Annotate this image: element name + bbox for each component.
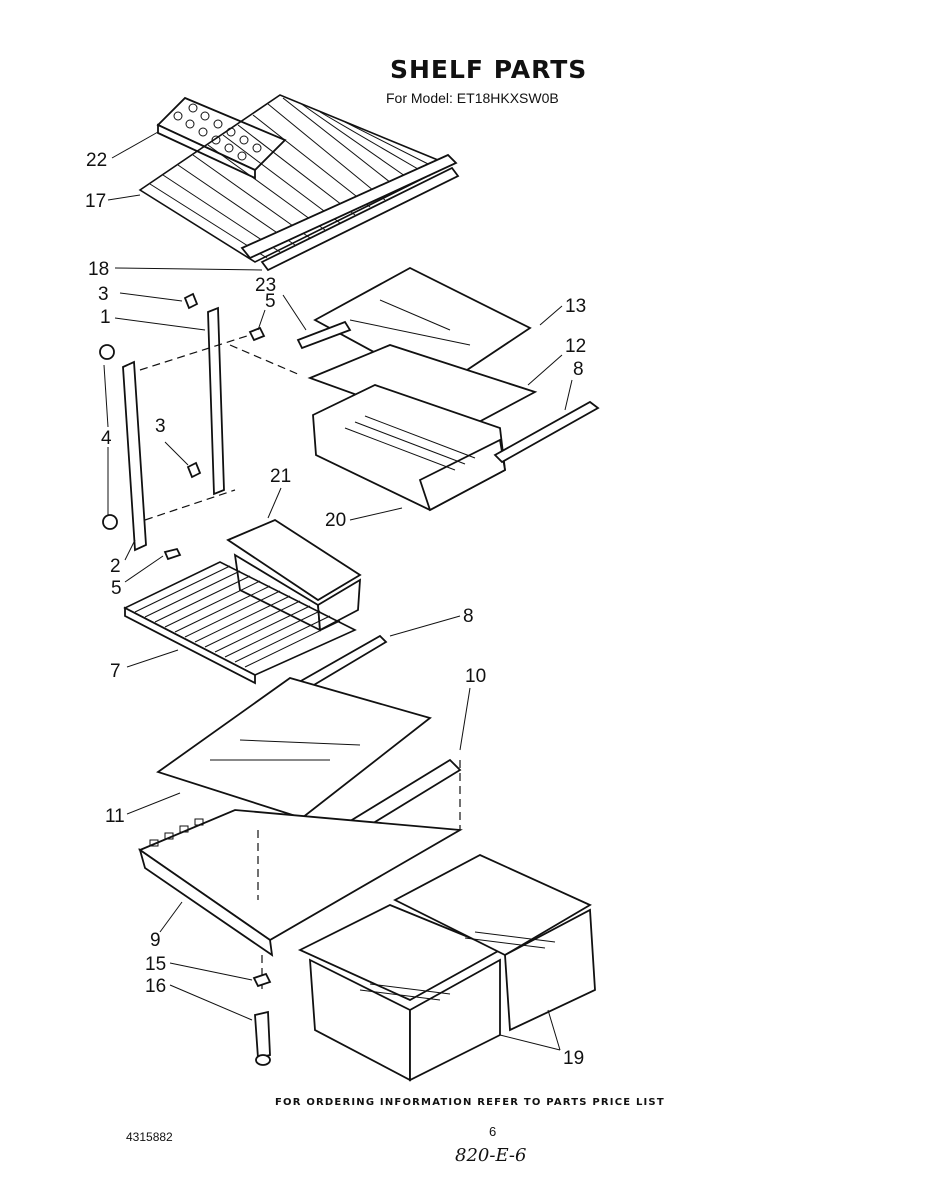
upper-glass-shelf-part xyxy=(296,266,600,512)
callout-label: 3 xyxy=(155,416,166,437)
callout-label: 18 xyxy=(88,259,109,280)
callout-label: 16 xyxy=(145,976,166,997)
callout-label: 12 xyxy=(565,336,586,357)
callout-label: 7 xyxy=(110,661,121,682)
crisper-drawers-part xyxy=(297,853,596,1082)
ordering-note: FOR ORDERING INFORMATION REFER TO PARTS … xyxy=(275,1097,665,1108)
page-number: 6 xyxy=(489,1124,497,1139)
callout-label: 1 xyxy=(100,307,111,328)
document-number: 4315882 xyxy=(126,1130,173,1144)
callout-label: 11 xyxy=(105,806,125,827)
callout-leader-lines xyxy=(103,131,573,1051)
handwritten-note: 820-E-6 xyxy=(455,1145,527,1166)
callout-label: 4 xyxy=(101,428,112,449)
callout-label: 19 xyxy=(563,1048,584,1069)
shelf-support-rails-part xyxy=(99,292,301,561)
crisper-frame-part xyxy=(138,809,463,990)
model-subtitle: For Model: ET18HKXSW0B xyxy=(386,90,559,106)
callout-label: 8 xyxy=(463,606,474,627)
freezer-wire-shelf-part xyxy=(138,94,460,272)
callout-label: 5 xyxy=(111,578,122,599)
callout-label: 15 xyxy=(145,954,166,975)
callout-label: 10 xyxy=(465,666,486,687)
callout-label: 20 xyxy=(325,510,346,531)
ice-tray-part xyxy=(156,96,287,180)
callout-label: 9 xyxy=(150,930,161,951)
callout-label: 21 xyxy=(270,466,291,487)
callout-label: 5 xyxy=(265,291,276,312)
page-title: SHELF PARTS xyxy=(390,55,588,84)
callout-label: 22 xyxy=(86,150,107,171)
lower-wire-shelf-part xyxy=(123,561,388,700)
callout-label: 17 xyxy=(85,191,106,212)
callout-label: 23 xyxy=(255,275,276,296)
roller-hardware-part xyxy=(252,972,272,1066)
callout-labels: 22 17 18 23 3 5 1 13 12 8 4 3 21 20 2 5 … xyxy=(85,150,586,1069)
callout-label: 13 xyxy=(565,296,586,317)
callout-label: 2 xyxy=(110,556,121,577)
callout-label: 3 xyxy=(98,284,109,305)
callout-label: 8 xyxy=(573,359,584,380)
